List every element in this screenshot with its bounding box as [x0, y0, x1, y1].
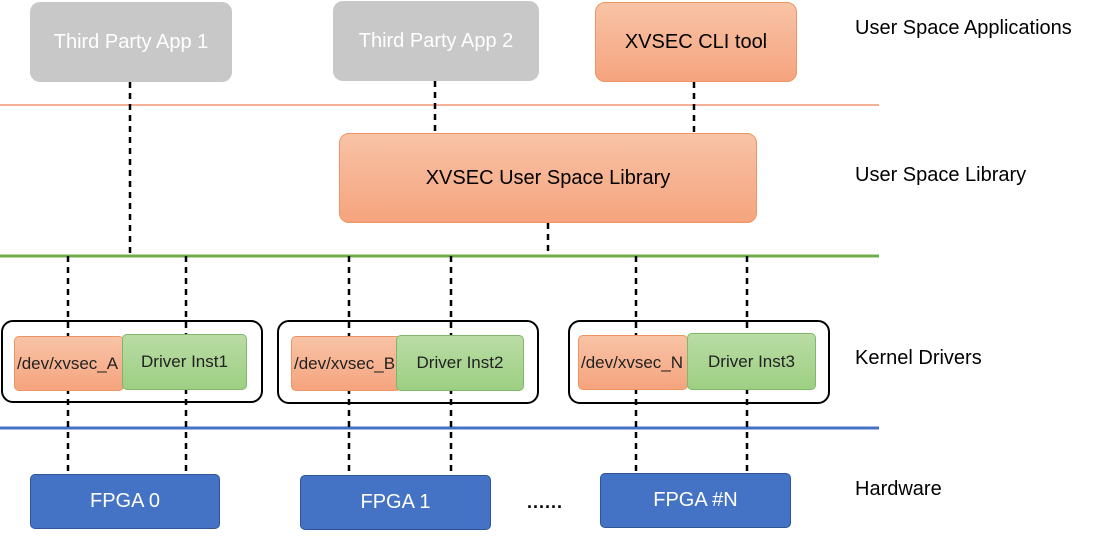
xvsec-cli-tool: XVSEC CLI tool: [595, 2, 797, 82]
xvsec-user-space-library: XVSEC User Space Library: [339, 133, 757, 223]
driver-group-3: [568, 320, 830, 404]
third-party-app-2: Third Party App 2: [333, 1, 539, 81]
dev-node-n: /dev/xvsec_N: [578, 335, 688, 390]
fpga-1: FPGA 1: [300, 475, 491, 530]
driver-instance-3: Driver Inst3: [687, 333, 816, 390]
driver-instance-1: Driver Inst1: [122, 334, 247, 390]
driver-instance-2: Driver Inst2: [396, 335, 524, 391]
layer-label-kernel-drivers: Kernel Drivers: [855, 347, 982, 369]
driver-group-1: [1, 320, 263, 403]
driver-group-2: [277, 320, 539, 404]
dev-node-a: /dev/xvsec_A: [14, 336, 124, 391]
fpga-0: FPGA 0: [30, 474, 220, 529]
more-fpgas-ellipsis: ......: [527, 492, 564, 512]
layer-label-hardware: Hardware: [855, 478, 942, 500]
layer-label-user-space-library: User Space Library: [855, 164, 1027, 186]
layer-label-user-space-applications: User Space Applications: [855, 17, 1072, 39]
third-party-app-1: Third Party App 1: [30, 2, 232, 82]
fpga-n: FPGA #N: [600, 473, 791, 528]
dev-node-b: /dev/xvsec_B: [291, 336, 401, 391]
